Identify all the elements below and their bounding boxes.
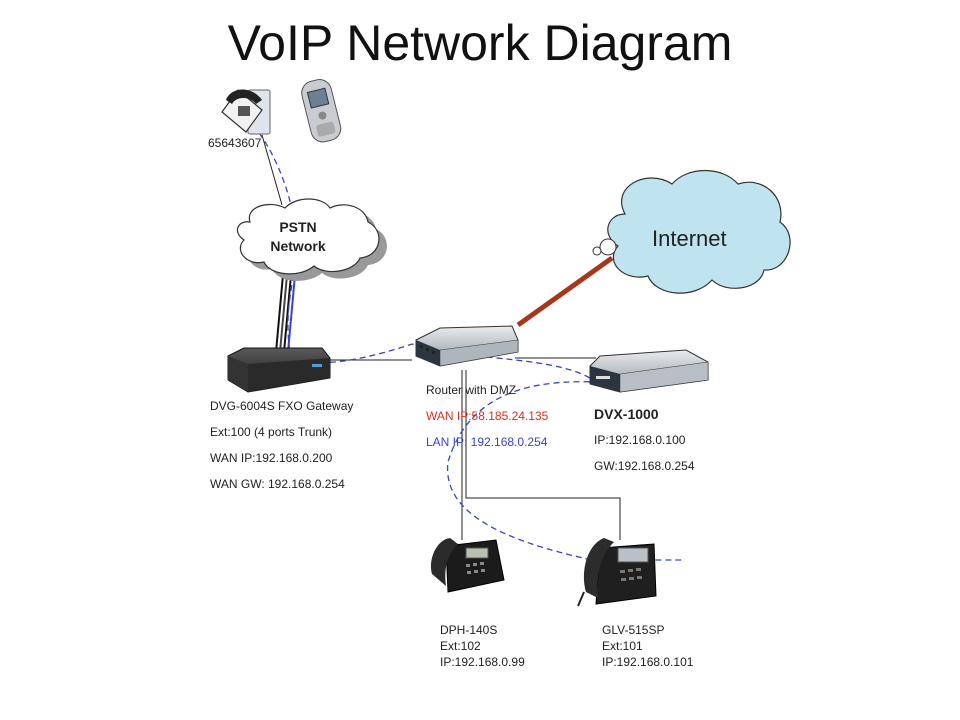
dvx-info: DVX-1000 IP:192.168.0.100 GW:192.168.0.2…	[594, 401, 695, 479]
network-cables	[261, 134, 621, 540]
mobile-phone-icon	[301, 79, 342, 143]
dvx-ip: IP:192.168.0.100	[594, 433, 686, 447]
fxo-gateway-device	[227, 347, 331, 393]
cable-router-glv	[465, 370, 621, 540]
pstn-phone-icon	[221, 89, 271, 135]
dph-info: DPH-140S Ext:102 IP:192.168.0.99	[440, 622, 525, 670]
gateway-info: DVG-6004S FXO Gateway Ext:100 (4 ports T…	[210, 393, 353, 497]
router-lan-ip: LAN IP: 192.168.0.254	[426, 435, 548, 449]
pstn-trunk-lines	[275, 274, 296, 353]
router-info: Router with DMZ WAN IP:58.185.24.135 LAN…	[426, 377, 548, 455]
dvx-name: DVX-1000	[594, 406, 659, 422]
pstn-cloud	[236, 198, 387, 281]
router-wan-ip: WAN IP:58.185.24.135	[426, 409, 549, 423]
router-device	[415, 325, 519, 367]
gateway-ext: Ext:100 (4 ports Trunk)	[210, 425, 333, 439]
internet-label: Internet	[652, 226, 727, 251]
glv-ext: Ext:101	[602, 639, 643, 653]
diagram-title: VoIP Network Diagram	[227, 15, 733, 71]
glv-ip: IP:192.168.0.101	[602, 655, 694, 669]
pstn-cloud-line1: PSTN	[279, 219, 317, 235]
dvx-gw: GW:192.168.0.254	[594, 459, 695, 473]
glv-model: GLV-515SP	[602, 623, 665, 637]
dph-model: DPH-140S	[440, 623, 498, 637]
dph-ip: IP:192.168.0.99	[440, 655, 525, 669]
gateway-wan-ip: WAN IP:192.168.0.200	[210, 451, 333, 465]
gateway-wan-gw: WAN GW: 192.168.0.254	[210, 477, 345, 491]
pstn-cloud-label: PSTN Network	[256, 218, 340, 256]
internet-link	[516, 255, 614, 328]
dvx-device	[589, 349, 709, 393]
pstn-cloud-line2: Network	[270, 238, 326, 254]
router-name: Router with DMZ	[426, 383, 517, 397]
gateway-model: DVG-6004S FXO Gateway	[210, 399, 354, 413]
dph-phone-device	[430, 538, 505, 593]
internet-cloud	[592, 169, 791, 294]
dph-ext: Ext:102	[440, 639, 481, 653]
glv-phone-device	[577, 538, 657, 607]
pstn-phone-number: 65643607	[208, 136, 262, 150]
cable-phone-pstn	[261, 134, 283, 206]
glv-info: GLV-515SP Ext:101 IP:192.168.0.101	[602, 622, 693, 670]
